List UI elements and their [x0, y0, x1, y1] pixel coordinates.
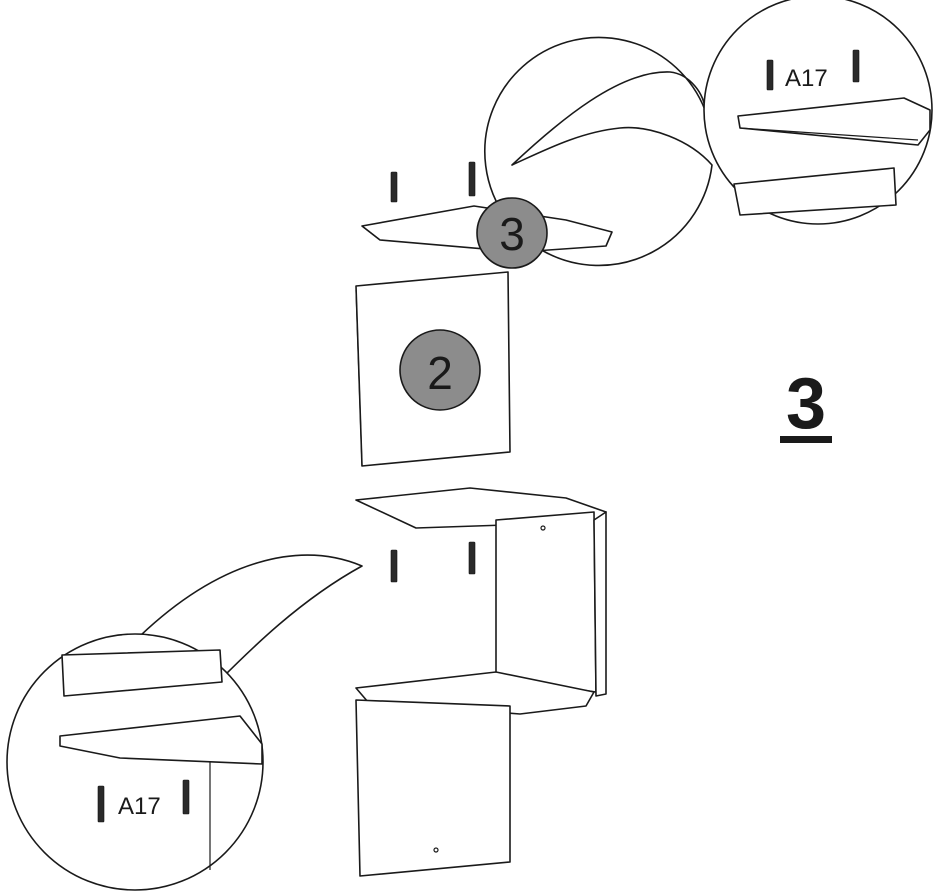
top-shelf: 3 [361, 161, 613, 269]
bottom-callout-circle [6, 633, 264, 891]
shelf-badge-number: 3 [499, 208, 525, 260]
top-callout-tail [484, 36, 713, 267]
step-underline [780, 436, 832, 443]
assembled-unit [355, 487, 607, 877]
step-indicator: 3 [780, 364, 832, 444]
top-callout-shelf [737, 97, 931, 146]
panel-badge [399, 329, 481, 411]
bottom-callout: A17 [6, 554, 363, 891]
screw-icon [390, 171, 398, 203]
top-callout: A17 [484, 0, 933, 267]
screw-icon [97, 785, 105, 823]
screw-icon [390, 549, 398, 583]
shelf-badge [476, 197, 548, 269]
screw-icon [468, 161, 476, 197]
side-panel: 2 [355, 271, 511, 467]
step-number: 3 [786, 364, 826, 444]
panel-badge-number: 2 [427, 347, 453, 399]
screw-icon [852, 49, 860, 83]
bottom-callout-label: A17 [118, 793, 161, 820]
bottom-callout-shelf [59, 715, 263, 765]
screw-icon [766, 59, 774, 91]
top-callout-panel [733, 167, 897, 216]
bottom-callout-panel [61, 649, 223, 697]
screw-icon [468, 541, 476, 575]
screw-icon [182, 779, 190, 815]
top-callout-label: A17 [785, 65, 828, 92]
